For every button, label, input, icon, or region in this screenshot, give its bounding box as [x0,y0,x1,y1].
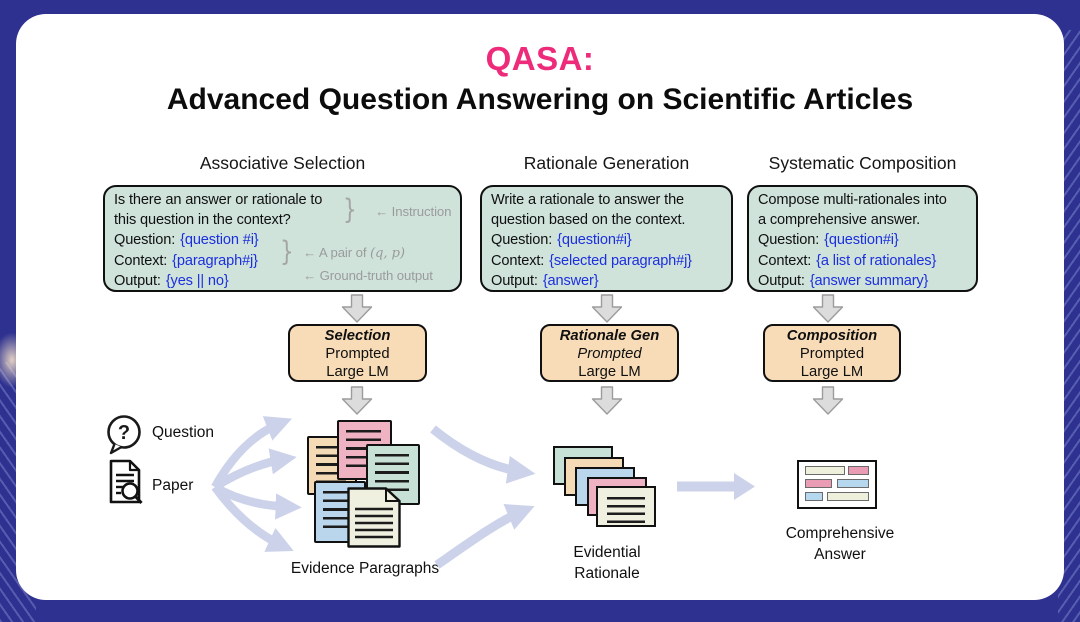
page-title: QASA: [485,40,595,77]
lm-line: Large LM [578,364,641,381]
prompt-field: Context:{paragraph#j} [114,251,451,271]
field-label: Context: [491,252,545,269]
prompt-field: Question:{question #i} [114,230,451,250]
annotation-instruction: ← Instruction [375,204,452,219]
answer-bar [848,466,869,475]
prompt-line: this question in the context? [114,212,291,229]
down-arrow-icon [812,294,844,323]
label-line: Comprehensive [785,525,895,542]
prompt-field: Context:{selected paragraph#j} [491,251,722,271]
prompt-line: question based on the context. [491,212,686,229]
lm-box-selection: Selection Prompted Large LM [288,324,427,382]
lm-task: Composition [786,328,878,344]
lm-task: Selection [324,328,391,344]
field-label: Question: [114,232,176,249]
prompt-line: a comprehensive answer. [758,212,921,229]
field-slot: {a list of rationales} [816,252,937,269]
comprehensive-answer-box [797,460,877,509]
field-slot: {selected paragraph#j} [549,252,692,269]
prompt-line: Write a rationale to answer the [491,192,685,208]
evidence-paragraphs-label: Evidence Paragraphs [290,560,440,577]
field-slot: {answer summary} [809,272,929,289]
svg-text:?: ? [118,422,130,444]
figure-card [16,14,1064,600]
down-arrow-icon [591,386,623,415]
field-slot: {yes || no} [165,272,229,289]
prompt-field: Question:{question#i} [758,230,967,250]
down-arrow-icon [341,294,373,323]
label-line: Answer [814,546,866,563]
down-arrow-icon [341,386,373,415]
lm-box-composition: Composition Prompted Large LM [763,324,901,382]
answer-bar [805,466,845,475]
prompt-box-selection: Is there an answer or rationale to this … [103,185,462,292]
lm-line: Prompted [799,346,865,363]
prompt-field: Context:{a list of rationales} [758,251,967,271]
label-line: Rationale [574,565,640,582]
field-label: Question: [758,232,820,249]
lm-line: Prompted [325,346,390,363]
answer-bar [805,479,832,488]
field-label: Question: [491,232,553,249]
field-slot: {question#i} [824,232,899,249]
prompt-field: Output:{answer summary} [758,271,967,291]
field-slot: {answer} [542,272,599,289]
prompt-line: Is there an answer or rationale to [114,192,323,208]
field-label: Output: [758,272,805,289]
column-header-associative-selection: Associative Selection [199,153,366,173]
prompt-field: Question:{question#i} [491,230,722,250]
evidential-rationale-label: Evidential Rationale [527,542,687,584]
label-line: Evidential [573,544,641,561]
prompt-box-rationale: Write a rationale to answer the question… [480,185,733,292]
field-slot: {paragraph#j} [172,252,258,269]
prompt-line: Compose multi-rationales into [758,192,947,208]
answer-bar [805,492,823,501]
brace-instruction: } [343,193,357,226]
lm-task: Rationale Gen [559,328,660,344]
field-slot: {question #i} [180,232,259,249]
right-arrow-icon [677,473,755,500]
answer-bar [837,479,869,488]
evidence-page-cream [347,487,401,548]
field-slot: {question#i} [557,232,632,249]
prompt-field: Output:{yes || no} [114,271,451,291]
lm-box-rationale-gen: Rationale Gen Prompted Large LM [540,324,679,382]
field-label: Output: [491,272,538,289]
annotation-ground-truth: ← Ground-truth output [303,268,433,283]
comprehensive-answer-label: Comprehensive Answer [760,523,920,565]
down-arrow-icon [812,386,844,415]
converge-arrows-icon [430,425,536,569]
lm-line: Prompted [577,346,642,363]
column-header-rationale-generation: Rationale Generation [523,153,690,173]
legend-paper-label: Paper [152,477,194,494]
fan-arrows-icon [211,416,302,552]
annotation-pair-text: ← A pair of [303,245,370,260]
answer-bar [827,492,869,501]
lm-line: Large LM [800,364,864,381]
annotation-pair: ← A pair of (q, p) [303,245,405,261]
prompt-box-composition: Compose multi-rationales into a comprehe… [747,185,978,292]
field-label: Context: [758,252,812,269]
paper-search-icon [109,459,143,505]
down-arrow-icon [591,294,623,323]
column-header-systematic-composition: Systematic Composition [768,153,957,173]
rationale-card-front [596,486,656,527]
question-bubble-icon: ? [107,415,141,455]
field-label: Context: [114,252,168,269]
brace-pair: } [280,235,294,268]
lm-line: Large LM [326,364,389,381]
prompt-field: Output:{answer} [491,271,722,291]
annotation-pair-math: (q, p) [369,246,405,261]
field-label: Output: [114,272,161,289]
legend-question-label: Question [152,424,215,441]
page-subtitle: Advanced Question Answering on Scientifi… [166,83,914,116]
